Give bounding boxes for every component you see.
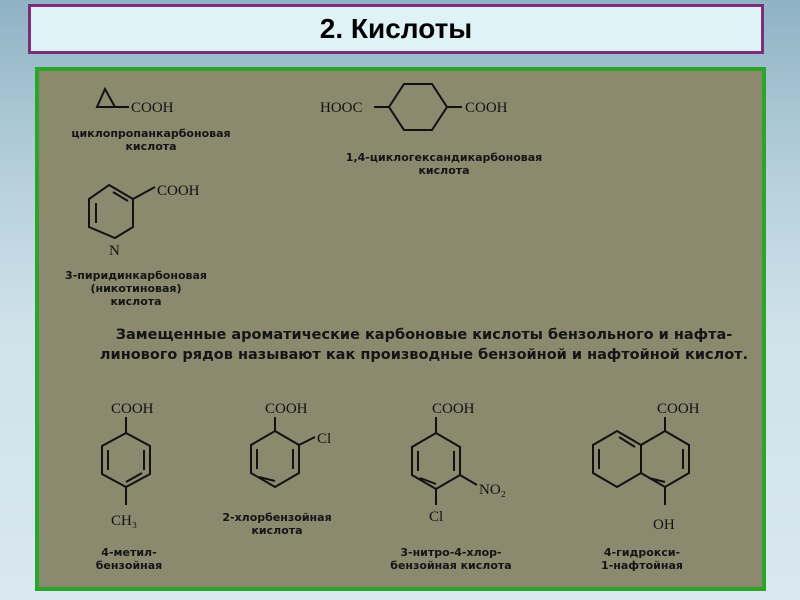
chlorobenzoic-group: COOH (265, 401, 308, 417)
hydroxynaphthoic-group: COOH (657, 401, 700, 417)
hydroxynaphthoic-structure: COOH OH (592, 401, 700, 533)
pyridine-group: COOH (157, 183, 200, 199)
methylbenzoic-substituent: CH₃ (111, 513, 137, 529)
caption-line: кислота (418, 164, 470, 177)
caption-line: циклопропанкарбоновая (71, 127, 231, 140)
naphthalene-ring-right (640, 429, 690, 489)
caption-line: (никотиновая) (90, 282, 182, 295)
nitrochlorobenzoic-caption: 3-нитро-4-хлор- бензойная кислота (381, 546, 521, 572)
chlorobenzoic-caption: 2-хлорбензойная кислота (217, 511, 337, 537)
nitrochlorobenzoic-group: COOH (432, 401, 475, 417)
cyclohexane-ring (387, 83, 449, 131)
nitrochlorobenzoic-cl: Cl (429, 509, 443, 525)
caption-line: кислота (125, 140, 177, 153)
pyridine-n-atom: N (109, 243, 120, 259)
nitrochlorobenzoic-ring (411, 431, 461, 491)
cyclohexane-group-left: HOOC (320, 100, 363, 116)
caption-line: бензойная (95, 559, 163, 572)
caption-line: 1-нафтойная (601, 559, 683, 572)
nitrochlorobenzoic-nitro: NO₂ (479, 482, 506, 498)
nitrochlorobenzoic-structure: COOH NO₂ Cl (411, 401, 506, 525)
structures-drawing: COOH HOOC COOH COOH N COOH (88, 83, 700, 533)
cyclohexane-group-right: COOH (465, 100, 508, 116)
hydroxynaphthoic-caption: 4-гидрокси- 1-нафтойная (587, 546, 697, 572)
pyridine-caption: 3-пиридинкарбоновая (никотиновая) кислот… (61, 269, 211, 308)
caption-line: кислота (110, 295, 162, 308)
caption-line: кислота (251, 524, 303, 537)
title-box: 2. Кислоты (28, 4, 764, 54)
cyclopropane-caption: циклопропанкарбоновая кислота (61, 127, 241, 153)
caption-line: 3-пиридинкарбоновая (65, 269, 207, 282)
description-paragraph: Замещенные ароматические карбоновые кисл… (99, 327, 749, 363)
cyclopropane-structure: COOH (95, 86, 174, 116)
cyclohexane-caption: 1,4-циклогександикарбоновая кислота (329, 151, 559, 177)
methylbenzoic-ring (101, 431, 151, 489)
chlorobenzoic-structure: COOH Cl (250, 401, 331, 489)
caption-line: 4-гидрокси- (603, 546, 681, 559)
pyridine-structure: COOH N (88, 183, 200, 259)
caption-line: бензойная кислота (390, 559, 512, 572)
caption-line: 4-метил- (101, 546, 157, 559)
hydroxynaphthoic-substituent: OH (653, 517, 675, 533)
methylbenzoic-structure: COOH CH₃ (101, 401, 154, 529)
content-panel: COOH HOOC COOH COOH N COOH (35, 67, 766, 591)
caption-line: 3-нитро-4-хлор- (400, 546, 502, 559)
naphthalene-ring-left (592, 429, 642, 489)
caption-line: 2-хлорбензойная (222, 511, 332, 524)
methylbenzoic-caption: 4-метил- бензойная (84, 546, 174, 572)
cyclohexane-structure: HOOC COOH (320, 83, 508, 131)
cyclopropane-ring (95, 86, 117, 108)
methylbenzoic-group: COOH (111, 401, 154, 417)
page-title: 2. Кислоты (319, 13, 473, 44)
chlorobenzoic-ring (250, 429, 300, 489)
chlorobenzoic-substituent: Cl (317, 431, 331, 447)
caption-line: 1,4-циклогександикарбоновая (345, 151, 543, 164)
cyclopropane-group: COOH (131, 100, 174, 116)
